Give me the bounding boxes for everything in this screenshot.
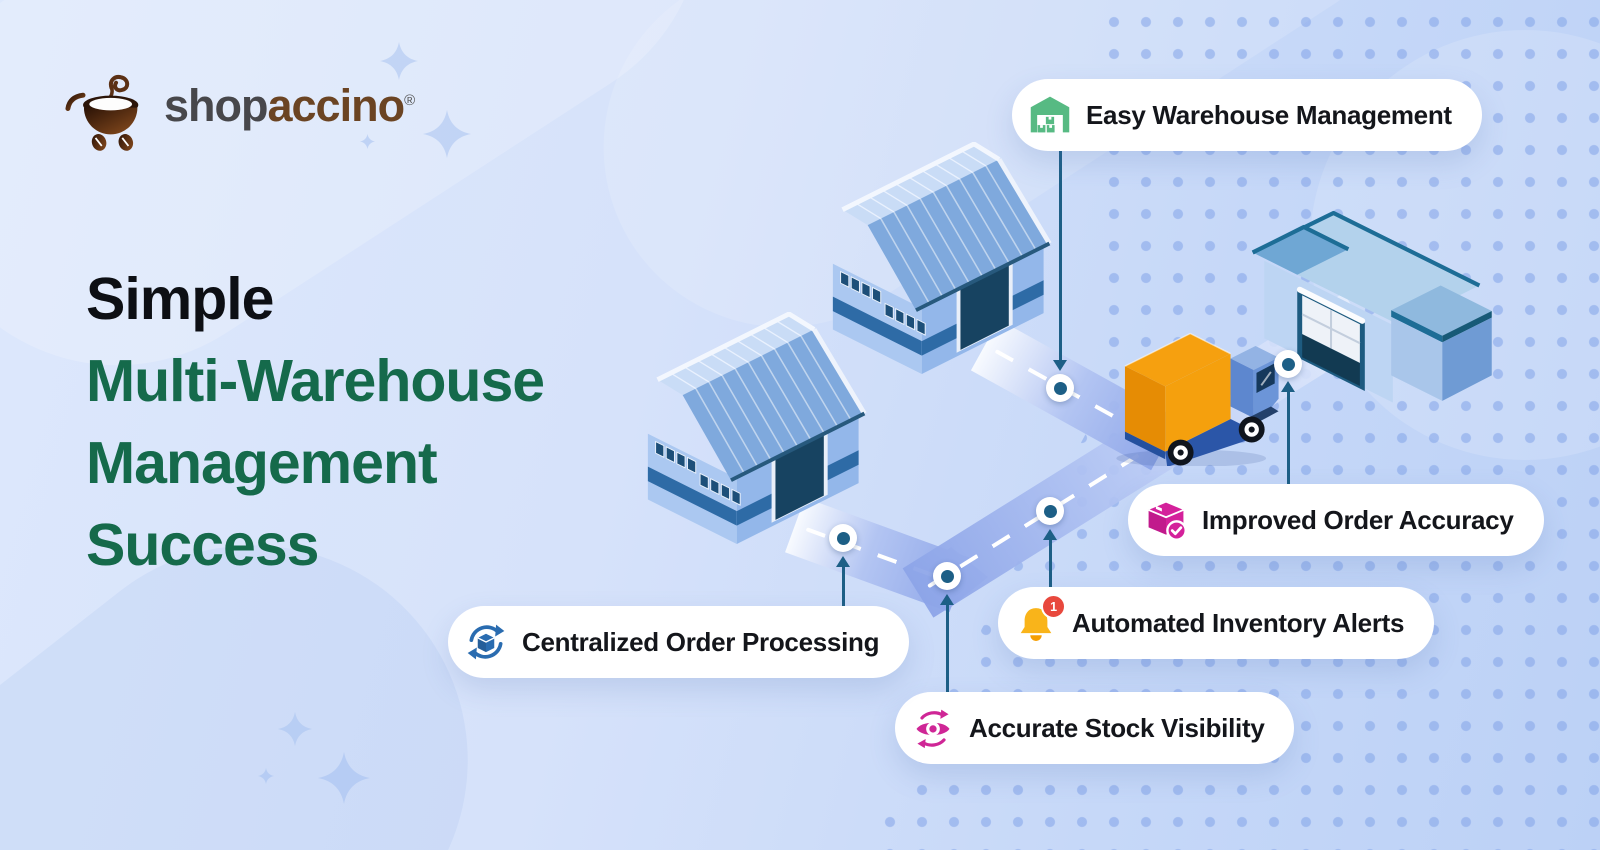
callout-label: Easy Warehouse Management <box>1086 99 1452 130</box>
logo-text-accino: accino <box>267 79 406 131</box>
box-check-icon <box>1143 497 1189 543</box>
warehouse-icon <box>1027 92 1073 138</box>
route-node <box>933 562 961 590</box>
sparkle-icon <box>258 768 274 784</box>
logo-coffee-cart-icon <box>65 75 139 151</box>
callout-centralized-order-processing: Centralized Order Processing <box>448 606 910 678</box>
route-node <box>829 524 857 552</box>
route-node <box>1046 374 1074 402</box>
connector-line <box>842 566 845 606</box>
callout-label: Improved Order Accuracy <box>1202 504 1514 535</box>
eye-sync-icon <box>910 705 956 751</box>
callout-improved-order-accuracy: Improved Order Accuracy <box>1128 484 1544 556</box>
connector-line <box>1049 539 1052 587</box>
headline-line-3: Management <box>86 430 438 496</box>
logo-text-shop: shop <box>164 79 268 131</box>
brand-logo: shopaccino® <box>62 56 415 154</box>
logo-wordmark: shopaccino® <box>164 79 415 131</box>
callout-accurate-stock-visibility: Accurate Stock Visibility <box>895 692 1295 764</box>
callout-label: Automated Inventory Alerts <box>1072 607 1405 638</box>
connector-line <box>1059 150 1062 360</box>
callout-label: Accurate Stock Visibility <box>969 712 1265 743</box>
route-node <box>1036 497 1064 525</box>
connector-arrow <box>1043 529 1057 540</box>
bell-alert-icon: 1 <box>1013 594 1066 646</box>
headline-line-4: Success <box>86 512 319 578</box>
connector-arrow <box>1053 360 1067 371</box>
route-node <box>1274 350 1302 378</box>
connector-arrow <box>940 594 954 605</box>
headline-line-1: Simple <box>86 266 274 332</box>
callout-automated-inventory-alerts: 1 Automated Inventory Alerts <box>998 587 1435 659</box>
delivery-truck-illustration <box>1116 332 1279 466</box>
headline-line-2: Multi-Warehouse <box>86 348 545 414</box>
connector-arrow <box>1281 381 1295 392</box>
sparkle-icon <box>423 110 471 158</box>
connector-arrow <box>836 556 850 567</box>
sparkle-icon <box>278 712 312 746</box>
order-sync-icon <box>463 619 509 665</box>
callout-easy-warehouse-management: Easy Warehouse Management <box>1012 79 1482 151</box>
sparkle-icon <box>318 752 370 804</box>
retail-store-illustration <box>1251 210 1492 403</box>
callout-label: Centralized Order Processing <box>522 626 880 657</box>
warehouse-illustration-left <box>615 312 905 554</box>
headline: Simple Multi-Warehouse Management Succes… <box>86 258 545 586</box>
connector-line <box>946 604 949 692</box>
connector-line <box>1287 391 1290 484</box>
alert-count-badge: 1 <box>1041 594 1066 619</box>
registered-mark: ® <box>404 91 415 109</box>
